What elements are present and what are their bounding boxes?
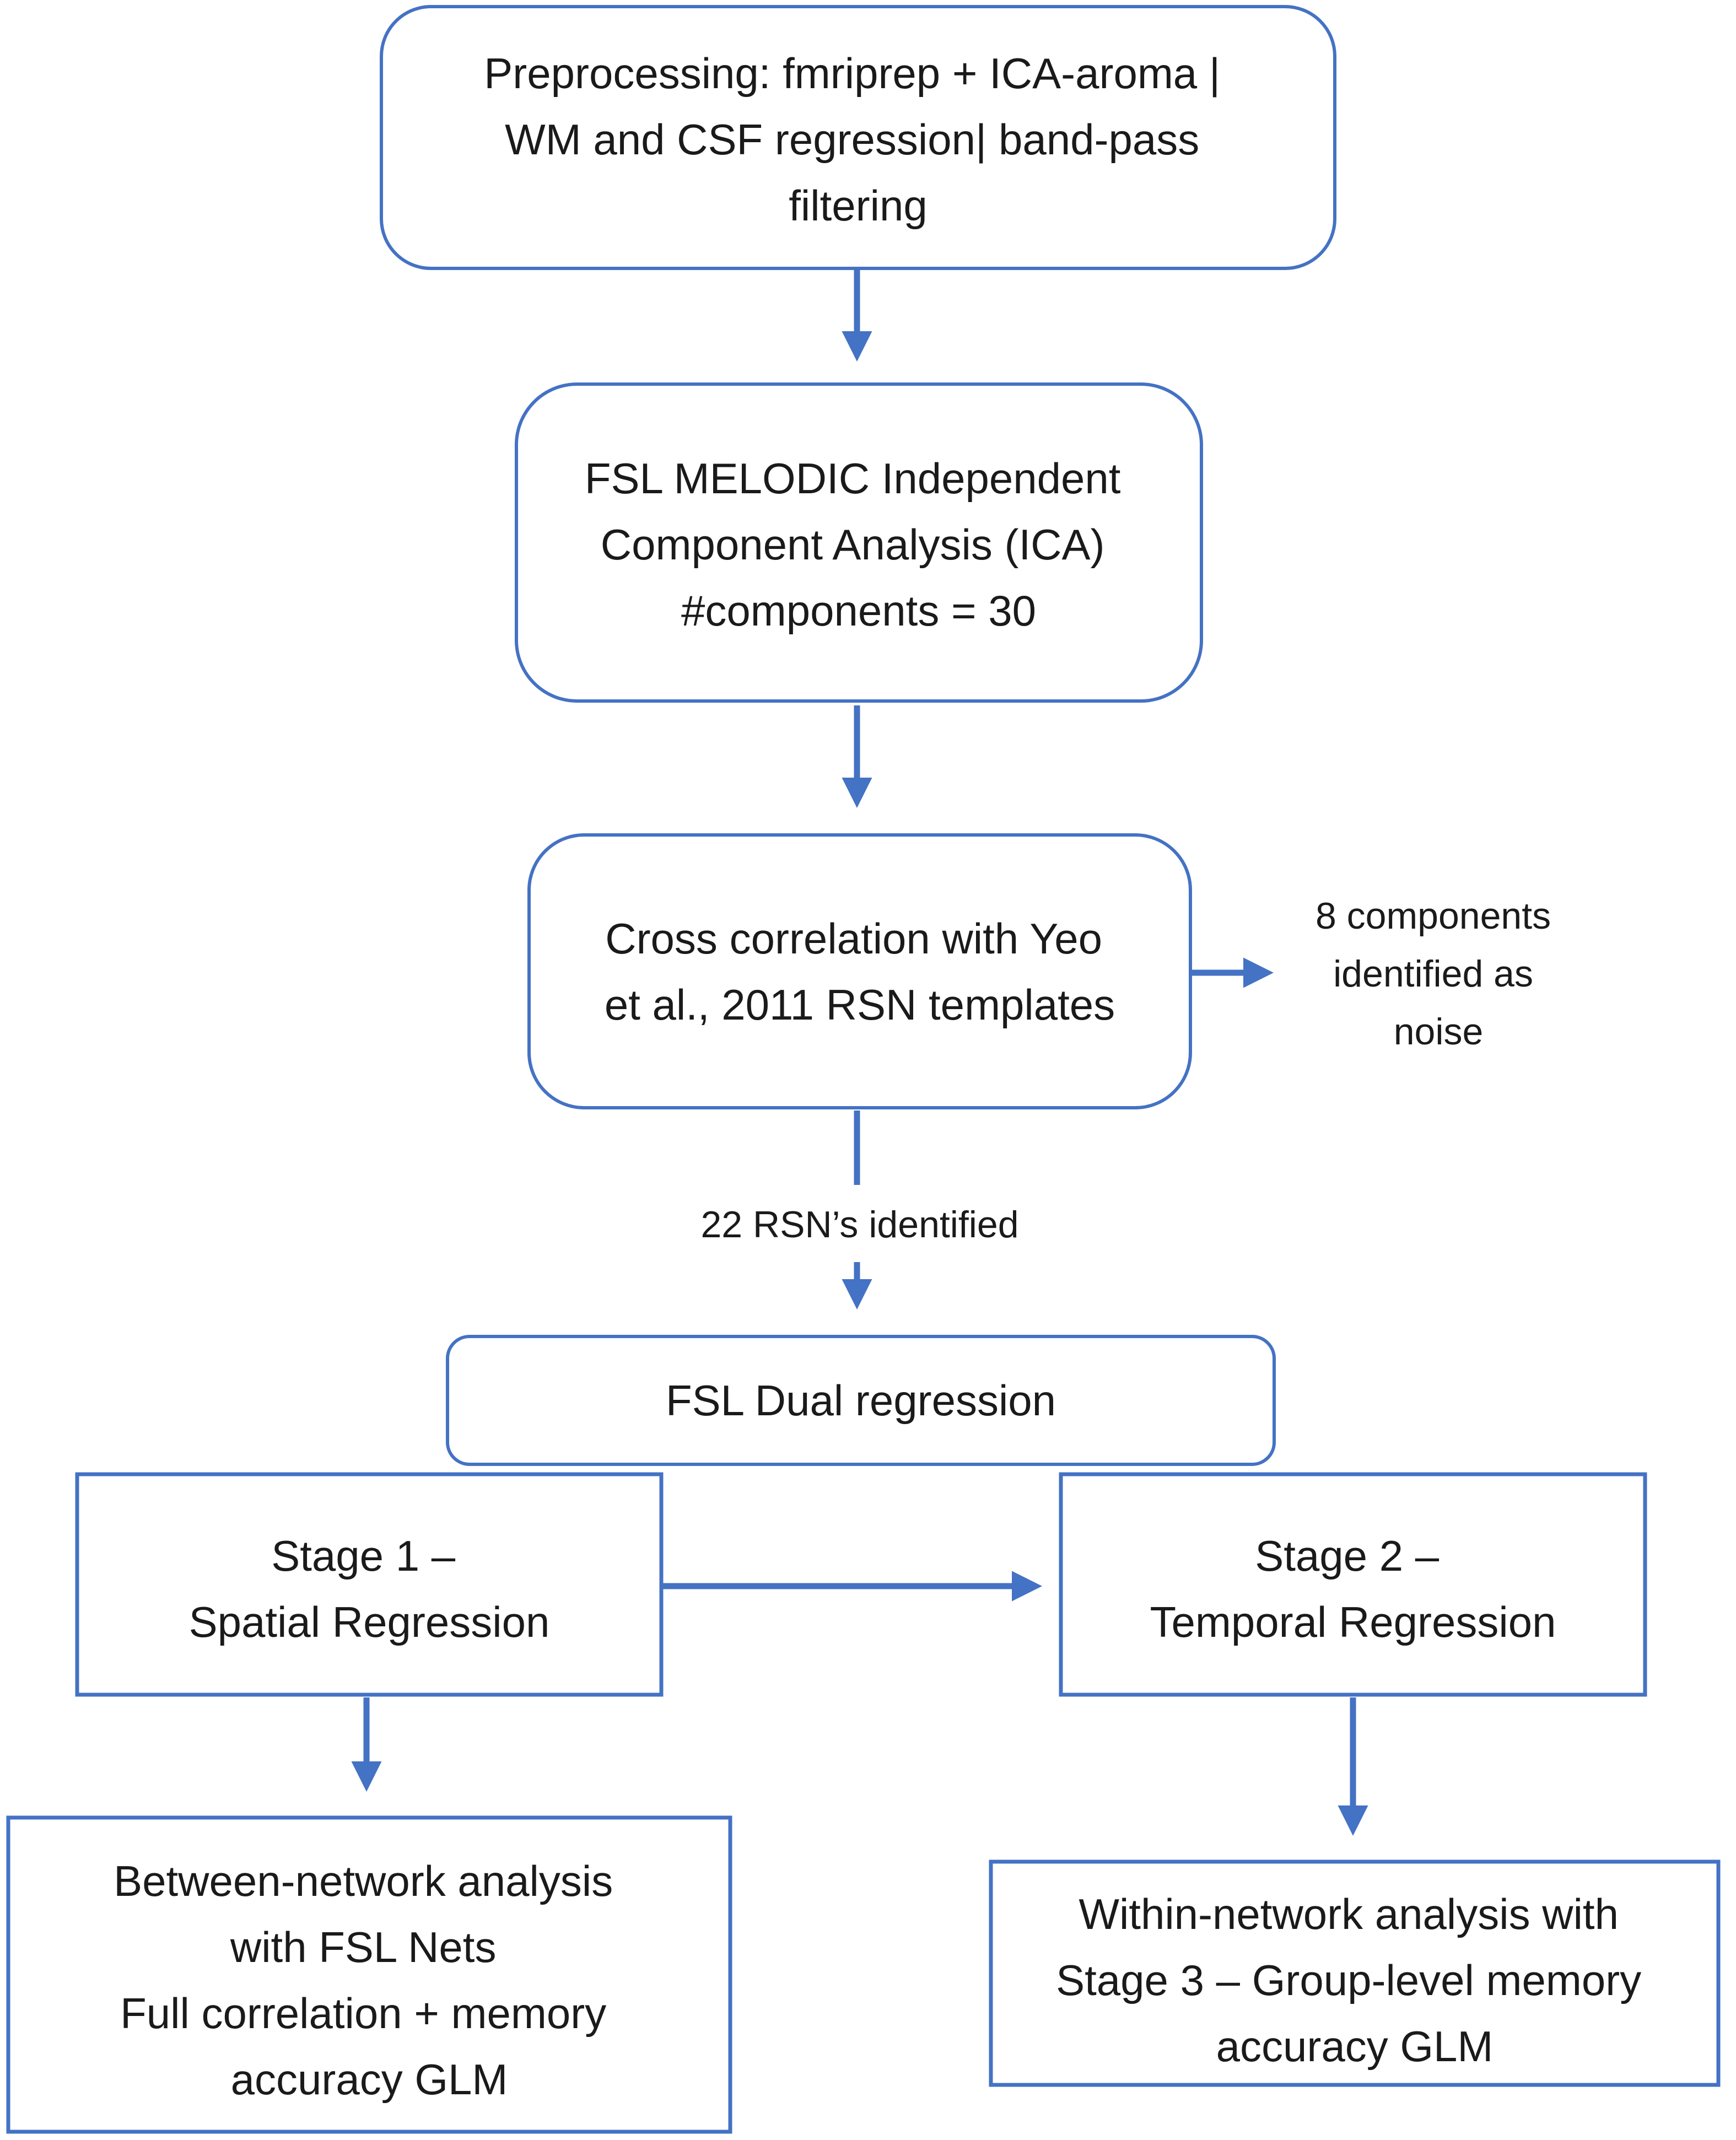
within-network-label: Within-network analysis with Stage 3 – G… [1056, 1890, 1653, 2071]
cross-correlation-node: Cross correlation with Yeo et al., 2011 … [527, 833, 1192, 1109]
melodic-label: FSL MELODIC Independent Component Analys… [585, 454, 1133, 635]
stage2-node: Stage 2 – Temporal Regression [1059, 1472, 1647, 1697]
stage1-node: Stage 1 – Spatial Regression [75, 1472, 664, 1697]
between-network-box [6, 1815, 732, 2134]
dual-regression-node: FSL Dual regression [446, 1335, 1276, 1466]
noise-line: identified as [1333, 953, 1533, 995]
preprocessing-line: WM and CSF regression| band-pass [505, 115, 1199, 164]
between-network-line: Full correlation + memory [120, 1989, 606, 2037]
dual-regression-label: FSL Dual regression [666, 1376, 1056, 1425]
within-network-line: Stage 3 – Group-level memory [1056, 1956, 1641, 2004]
within-network-box [989, 1859, 1721, 2087]
stage2-label: Stage 2 – Temporal Regression [1150, 1532, 1556, 1646]
cross-correlation-line: Cross correlation with Yeo [605, 914, 1102, 963]
melodic-line: #components = 30 [681, 586, 1036, 635]
melodic-line: Component Analysis (ICA) [601, 520, 1105, 569]
noise-note: 8 components identified as noise [1316, 895, 1561, 1053]
melodic-line: FSL MELODIC Independent [585, 454, 1121, 503]
rsn-identified-label: 22 RSN’s identified [700, 1204, 1018, 1246]
edges [351, 270, 1368, 1836]
melodic-node: FSL MELODIC Independent Component Analys… [515, 382, 1203, 703]
preprocessing-label: Preprocessing: fmriprep + ICA-aroma | WM… [484, 49, 1232, 230]
noise-line: noise [1394, 1011, 1484, 1053]
stage1-line: Stage 1 – [271, 1532, 456, 1580]
stage1-box [75, 1472, 664, 1697]
within-network-line: accuracy GLM [1216, 2022, 1494, 2071]
preprocessing-line: filtering [789, 181, 927, 230]
cross-correlation-line: et al., 2011 RSN templates [605, 980, 1115, 1029]
cross-correlation-box [527, 833, 1192, 1109]
noise-label: 8 components identified as noise [1316, 895, 1561, 1053]
dual-regression-box [446, 1335, 1276, 1466]
between-network-node: Between-network analysis with FSL Nets F… [6, 1815, 732, 2134]
noise-line: 8 components [1316, 895, 1551, 937]
between-network-line: with FSL Nets [230, 1923, 497, 1971]
preprocessing-line: Preprocessing: fmriprep + ICA-aroma | [484, 49, 1220, 98]
between-network-line: accuracy GLM [231, 2055, 508, 2104]
melodic-box [515, 382, 1203, 703]
between-network-line: Between-network analysis [114, 1857, 613, 1905]
within-network-line: Within-network analysis with [1079, 1890, 1619, 1938]
stage1-label: Stage 1 – Spatial Regression [189, 1532, 550, 1646]
stage2-line: Stage 2 – [1255, 1532, 1440, 1580]
within-network-node: Within-network analysis with Stage 3 – G… [989, 1859, 1721, 2087]
stage2-box [1059, 1472, 1647, 1697]
preprocessing-node: Preprocessing: fmriprep + ICA-aroma | WM… [380, 5, 1336, 270]
preprocessing-box [380, 5, 1336, 270]
cross-correlation-label: Cross correlation with Yeo et al., 2011 … [605, 914, 1115, 1029]
between-network-label: Between-network analysis with FSL Nets F… [114, 1857, 625, 2104]
stage1-line: Spatial Regression [189, 1598, 550, 1646]
stage2-line: Temporal Regression [1150, 1598, 1556, 1646]
